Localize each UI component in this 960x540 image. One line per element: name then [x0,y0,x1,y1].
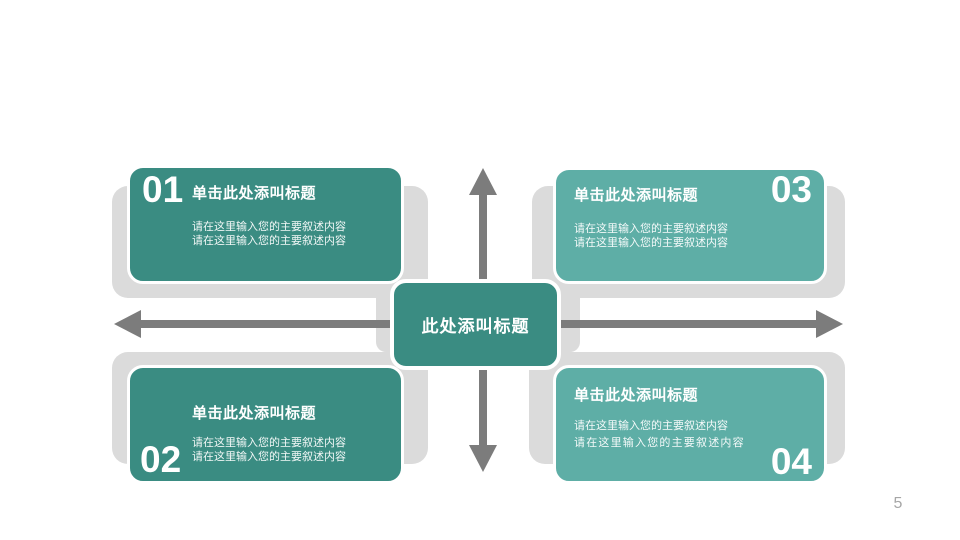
body-line: 请在这里输入您的主要叙述内容 [192,235,346,247]
center-title-box: 此处添叫标题 [390,279,561,370]
content-box-03: 单击此处添叫标题 03 请在这里输入您的主要叙述内容 请在这里输入您的主要叙述内… [553,167,827,284]
body-line: 请在这里输入您的主要叙述内容 [192,221,346,233]
box-title-02: 单击此处添叫标题 [192,405,317,422]
page-number: 5 [893,495,903,512]
box-body-02: 请在这里输入您的主要叙述内容 请在这里输入您的主要叙述内容 [192,436,346,464]
box-number-03: 03 [770,169,812,210]
box-title-01: 单击此处添叫标题 [192,185,317,202]
box-body-04: 请在这里输入您的主要叙述内容 请在这里输入您的主要叙述内容 [574,418,745,452]
content-box-02: 单击此处添叫标题 请在这里输入您的主要叙述内容 请在这里输入您的主要叙述内容 0… [127,365,404,484]
arrow-down-icon [469,445,497,472]
body-line: 请在这里输入您的主要叙述内容 [574,437,745,449]
box-body-03: 请在这里输入您的主要叙述内容 请在这里输入您的主要叙述内容 [574,222,728,250]
body-line: 请在这里输入您的主要叙述内容 [192,437,346,449]
arrow-left-icon [114,310,141,338]
body-line: 请在这里输入您的主要叙述内容 [574,223,728,235]
box-number-01: 01 [142,169,184,210]
body-line: 请在这里输入您的主要叙述内容 [192,451,346,463]
body-line: 请在这里输入您的主要叙述内容 [574,237,728,249]
box-number-04: 04 [770,441,812,482]
box-number-02: 02 [140,439,182,480]
arrow-right-icon [816,310,843,338]
box-title-03: 单击此处添叫标题 [574,187,699,204]
center-title: 此处添叫标题 [421,317,530,336]
box-title-04: 单击此处添叫标题 [574,387,699,404]
content-box-01: 01 单击此处添叫标题 请在这里输入您的主要叙述内容 请在这里输入您的主要叙述内… [127,165,404,284]
content-box-04: 单击此处添叫标题 请在这里输入您的主要叙述内容 请在这里输入您的主要叙述内容 0… [553,365,827,484]
body-line: 请在这里输入您的主要叙述内容 [574,420,728,432]
box-body-01: 请在这里输入您的主要叙述内容 请在这里输入您的主要叙述内容 [192,220,346,248]
arrow-up-icon [469,168,497,195]
